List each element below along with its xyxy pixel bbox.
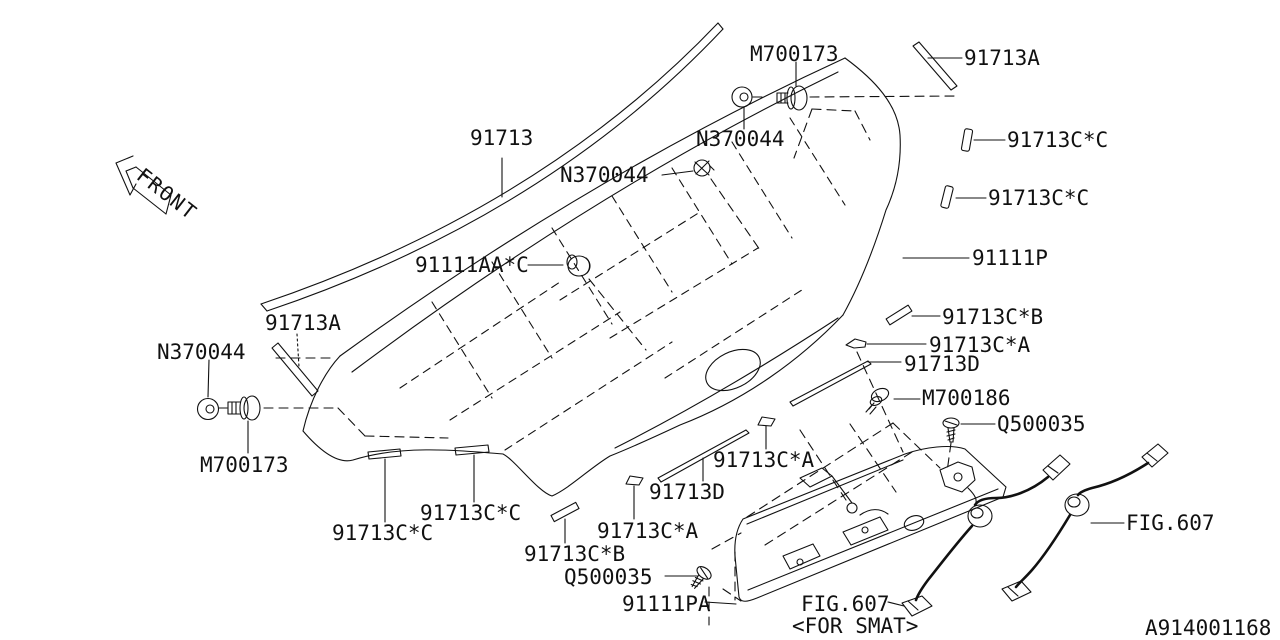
strip-91713 (260, 22, 724, 312)
fig-ref-607-note: <FOR SMAT> (792, 614, 919, 638)
clip-91713ca-right (845, 338, 867, 349)
part-label-91713cb-right[interactable]: 91713C*B (942, 305, 1044, 329)
clip-91713ca-bottom-left (625, 475, 644, 486)
part-label-91713cc-right-2[interactable]: 91713C*C (988, 186, 1090, 210)
screw-q500035-right (942, 417, 960, 443)
clip-n370044-mid (693, 159, 715, 177)
part-label-91713cc-bottom-1[interactable]: 91713C*C (332, 521, 434, 545)
part-label-91713cc-right-1[interactable]: 91713C*C (1007, 128, 1109, 152)
clip-91713cc-bottom-1 (367, 448, 402, 460)
clip-91111aac (566, 254, 591, 277)
part-label-91713d-right[interactable]: 91713D (904, 352, 980, 376)
part-label-91713ca-bottom-left[interactable]: 91713C*A (597, 519, 699, 543)
screw-q500035-bottom (690, 566, 712, 589)
part-label-91713a-right[interactable]: 91713A (964, 46, 1040, 70)
main-garnish-91111p (302, 57, 901, 497)
part-label-91111aac[interactable]: 91111AA*C (415, 253, 529, 277)
part-label-91111p[interactable]: 91111P (972, 246, 1048, 270)
part-label-91713ca-right[interactable]: 91713C*A (929, 333, 1031, 357)
bolt-m700173-top (776, 85, 808, 111)
part-label-m700173-top[interactable]: M700173 (750, 42, 839, 66)
latch-hardware (799, 461, 977, 516)
part-label-91111pa[interactable]: 91111PA (622, 592, 711, 616)
part-label-91713d-bottom[interactable]: 91713D (649, 480, 725, 504)
grommet-n370044-top (731, 86, 753, 108)
clip-91713cb-bottom (550, 501, 580, 523)
clip-91713cc-right-1 (960, 128, 974, 152)
front-arrow-icon (115, 155, 172, 215)
part-label-n370044-left[interactable]: N370044 (157, 340, 246, 364)
clip-91713cb-right (885, 304, 913, 326)
lower-garnish-91111pa (734, 445, 1007, 602)
clip-91713ca-bottom-right (757, 416, 776, 427)
part-label-q500035-right[interactable]: Q500035 (997, 412, 1086, 436)
garnish-hatch-pattern (399, 117, 846, 451)
strip-91713d-right (789, 360, 872, 407)
part-label-m700186[interactable]: M700186 (922, 386, 1011, 410)
leader-lines (207, 57, 1125, 607)
clip-91713cc-right-2 (940, 185, 954, 209)
strip-91713a-right (912, 41, 958, 91)
strip-91713d-bottom (657, 429, 750, 483)
pin-m700186 (865, 387, 890, 415)
fig-ref-607-right[interactable]: FIG.607 (1126, 511, 1215, 535)
fig-ref-607-bottom[interactable]: FIG.607 (801, 592, 890, 616)
harness-fig607-smat (901, 454, 1071, 617)
bolt-m700173-left (227, 395, 261, 421)
part-label-91713cc-bottom-2[interactable]: 91713C*C (420, 501, 522, 525)
part-label-91713[interactable]: 91713 (470, 126, 534, 150)
part-label-m700173-left[interactable]: M700173 (200, 453, 289, 477)
part-label-n370044-top[interactable]: N370044 (696, 127, 785, 151)
figure-id: A914001168 (1145, 616, 1272, 640)
strip-91713a-left (271, 342, 319, 397)
part-label-91713a-left[interactable]: 91713A (265, 311, 341, 335)
part-label-91713cb-bottom[interactable]: 91713C*B (524, 542, 626, 566)
part-label-n370044-mid[interactable]: N370044 (560, 163, 649, 187)
grommet-n370044-left (196, 397, 220, 421)
part-label-91713ca-bottom-right[interactable]: 91713C*A (713, 448, 815, 472)
clip-91713cc-bottom-2 (454, 444, 490, 456)
part-label-q500035-bottom[interactable]: Q500035 (564, 565, 653, 589)
harness-fig607 (1001, 443, 1169, 602)
